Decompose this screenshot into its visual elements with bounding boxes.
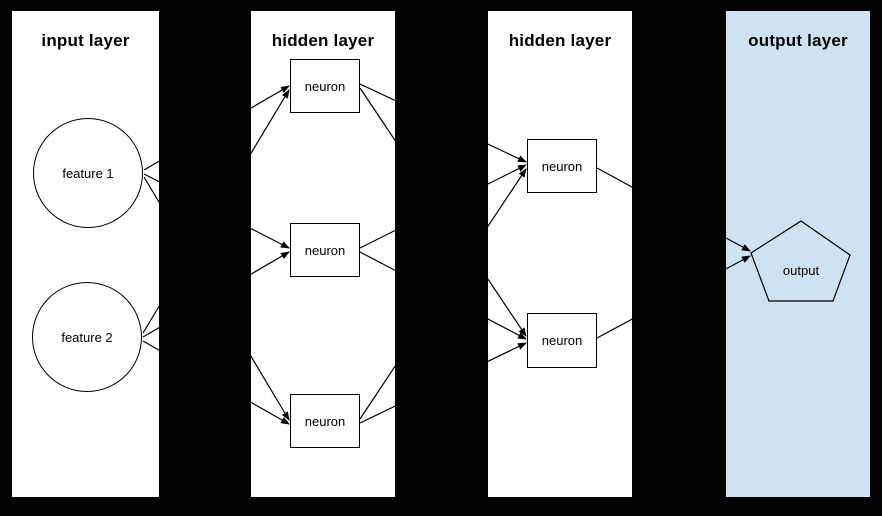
node-output-label: output	[782, 263, 820, 278]
node-feature-1: feature 1	[33, 118, 143, 228]
panel-hidden-layer-2: hidden layer	[488, 11, 632, 497]
hidden-layer-1-title: hidden layer	[271, 31, 375, 50]
panel-input-layer: input layer	[12, 11, 159, 497]
node-hidden1-neuron-1: neuron	[290, 59, 360, 113]
node-feature-1-label: feature 1	[62, 165, 114, 181]
output-layer-title: output layer	[748, 31, 848, 50]
hidden-layer-2-title: hidden layer	[508, 31, 612, 50]
node-feature-2-label: feature 2	[61, 329, 113, 345]
node-hidden1-neuron-3: neuron	[290, 394, 360, 448]
node-hidden1-neuron-2-label: neuron	[304, 242, 346, 258]
node-feature-2: feature 2	[32, 282, 142, 392]
node-hidden2-neuron-2-label: neuron	[541, 333, 583, 348]
input-layer-title: input layer	[41, 31, 130, 50]
node-hidden1-neuron-3-label: neuron	[304, 413, 346, 429]
node-hidden2-neuron-2: neuron	[527, 313, 597, 368]
node-hidden1-neuron-1-label: neuron	[304, 78, 346, 94]
node-hidden1-neuron-2: neuron	[290, 223, 360, 277]
node-hidden2-neuron-1-label: neuron	[541, 158, 583, 174]
node-output-pentagon	[750, 220, 851, 302]
node-hidden2-neuron-1: neuron	[527, 139, 597, 193]
